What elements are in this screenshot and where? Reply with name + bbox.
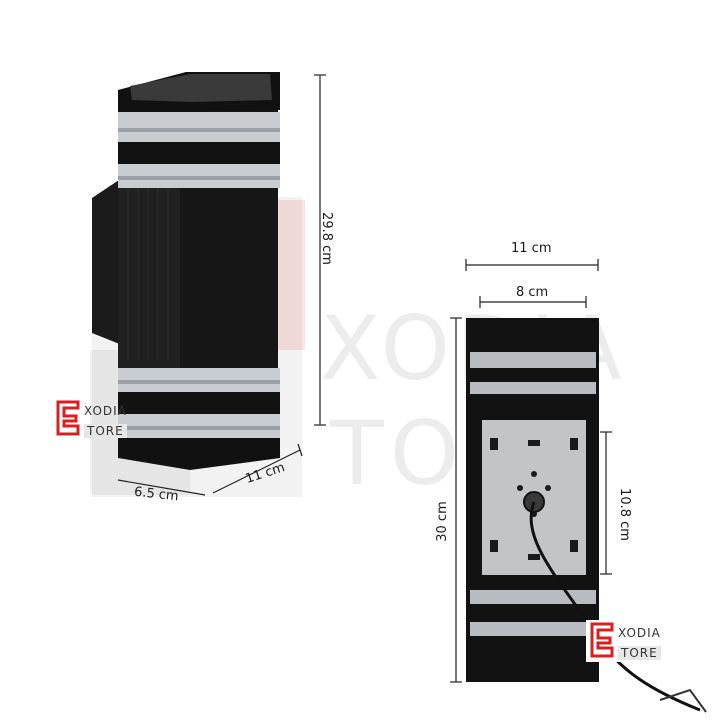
brand-badge-left: XODIA TORE: [56, 400, 127, 438]
brand-word-2: TORE: [84, 424, 127, 438]
height-label-right: 30 cm: [434, 501, 450, 542]
width-label-right-inner: 8 cm: [516, 285, 549, 300]
plate-height-label: 10.8 cm: [616, 488, 632, 541]
brand-logo-icon: [590, 622, 614, 658]
brand-badge-right: XODIA TORE: [586, 620, 665, 662]
brand-word-1: XODIA: [618, 626, 661, 640]
width-label-right-outer: 11 cm: [511, 241, 552, 256]
brand-word-2: TORE: [618, 646, 661, 660]
brand-word-1: XODIA: [84, 404, 127, 418]
brand-logo-icon: [56, 400, 80, 436]
